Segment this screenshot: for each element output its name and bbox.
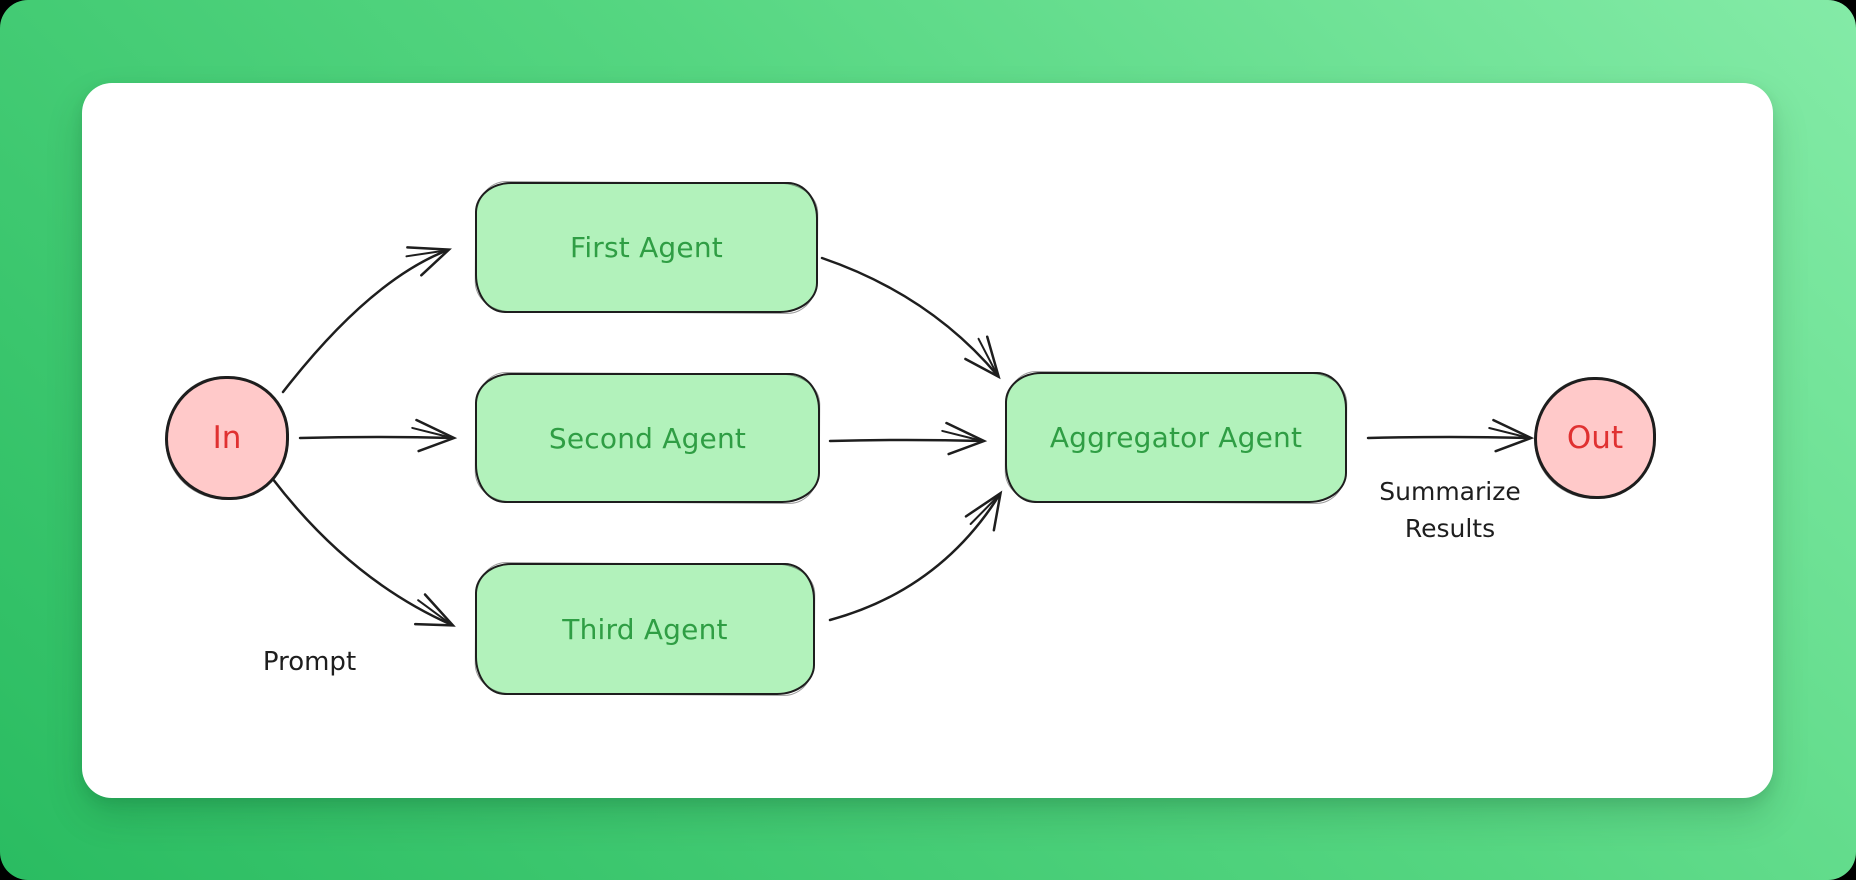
edge-second-agent-to-aggregator-arrow: [828, 421, 988, 456]
node-first-agent: First Agent: [475, 182, 818, 313]
node-third-agent-label: Third Agent: [562, 612, 728, 646]
edge-in-to-second-agent-arrow: [298, 418, 458, 453]
node-first-agent-label: First Agent: [570, 231, 723, 264]
summarize-results-line-1: Summarize: [1379, 477, 1521, 506]
node-second-agent: Second Agent: [475, 373, 820, 503]
node-aggregator-agent: Aggregator Agent: [1005, 372, 1347, 503]
diagram-canvas: In First Agent Second Agent Third Agent …: [82, 83, 1773, 798]
edge-in-to-first-agent-arrow: [281, 246, 452, 394]
summarize-results-line-2: Results: [1404, 514, 1496, 543]
edge-in-to-third-agent-arrow: [270, 476, 456, 627]
edge-third-agent-to-aggregator-arrow: [828, 490, 1003, 622]
edge-label-prompt: Prompt: [237, 647, 382, 677]
node-out-label: Out: [1566, 420, 1624, 456]
node-out: Out: [1534, 377, 1656, 499]
node-third-agent: Third Agent: [475, 563, 815, 695]
node-aggregator-agent-label: Aggregator Agent: [1049, 421, 1303, 454]
node-in-label: In: [212, 420, 242, 456]
node-second-agent-label: Second Agent: [548, 421, 747, 455]
edge-aggregator-to-out-arrow: [1366, 418, 1535, 453]
prompt-label-text: Prompt: [262, 647, 357, 677]
edge-first-agent-to-aggregator-arrow: [820, 256, 1001, 380]
edges-layer: [270, 246, 1535, 627]
node-in: In: [165, 376, 289, 500]
edge-label-summarize-results: Summarize Results: [1362, 473, 1538, 547]
